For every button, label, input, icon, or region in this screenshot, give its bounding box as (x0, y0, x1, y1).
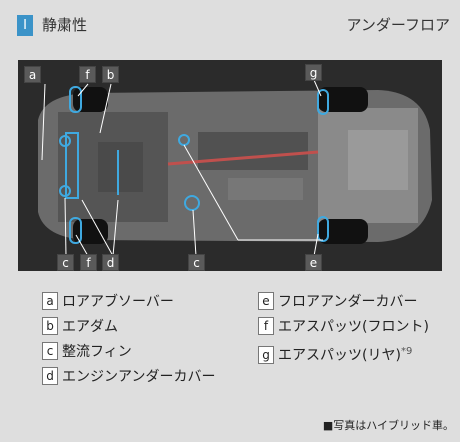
legend-key: a (42, 292, 58, 310)
legend-key: f (258, 317, 274, 335)
legend-text: エンジンアンダーカバー (62, 369, 216, 385)
legend-text: ロアアブソーバー (62, 294, 174, 310)
photo-footnote: ■写真はハイブリッド車。 (322, 419, 454, 432)
legend-text: フロアアンダーカバー (278, 294, 418, 310)
callout-label-f-top: f (79, 66, 96, 83)
legend-key: b (42, 317, 58, 335)
section-mark: I (17, 15, 33, 36)
callout-label-f-bottom: f (80, 254, 97, 271)
callout-label-e: e (305, 254, 322, 271)
legend-key: e (258, 292, 274, 310)
legend-key: c (42, 342, 58, 360)
section-subtitle: アンダーフロア (346, 16, 450, 34)
callout-label-c-left: c (57, 254, 74, 271)
callout-label-d: d (102, 254, 119, 271)
legend-text: 整流フィン (62, 344, 132, 360)
panel-header: I 静粛性 アンダーフロア (0, 0, 460, 46)
legend-text: エアスパッツ(フロント) (278, 319, 429, 335)
underbody-photo (18, 60, 442, 271)
callout-label-b: b (102, 66, 119, 83)
legend-key: g (258, 345, 274, 364)
callout-label-g: g (305, 64, 322, 81)
section-title: 静粛性 (42, 16, 88, 34)
legend-text: エアダム (62, 319, 118, 335)
legend-text: エアスパッツ(リヤ) (278, 347, 401, 364)
callout-label-a: a (24, 66, 41, 83)
underbody-illustration (18, 60, 442, 271)
footnote-ref: *9 (400, 346, 413, 357)
legend-key: d (42, 367, 58, 385)
callout-label-c-mid: c (188, 254, 205, 271)
